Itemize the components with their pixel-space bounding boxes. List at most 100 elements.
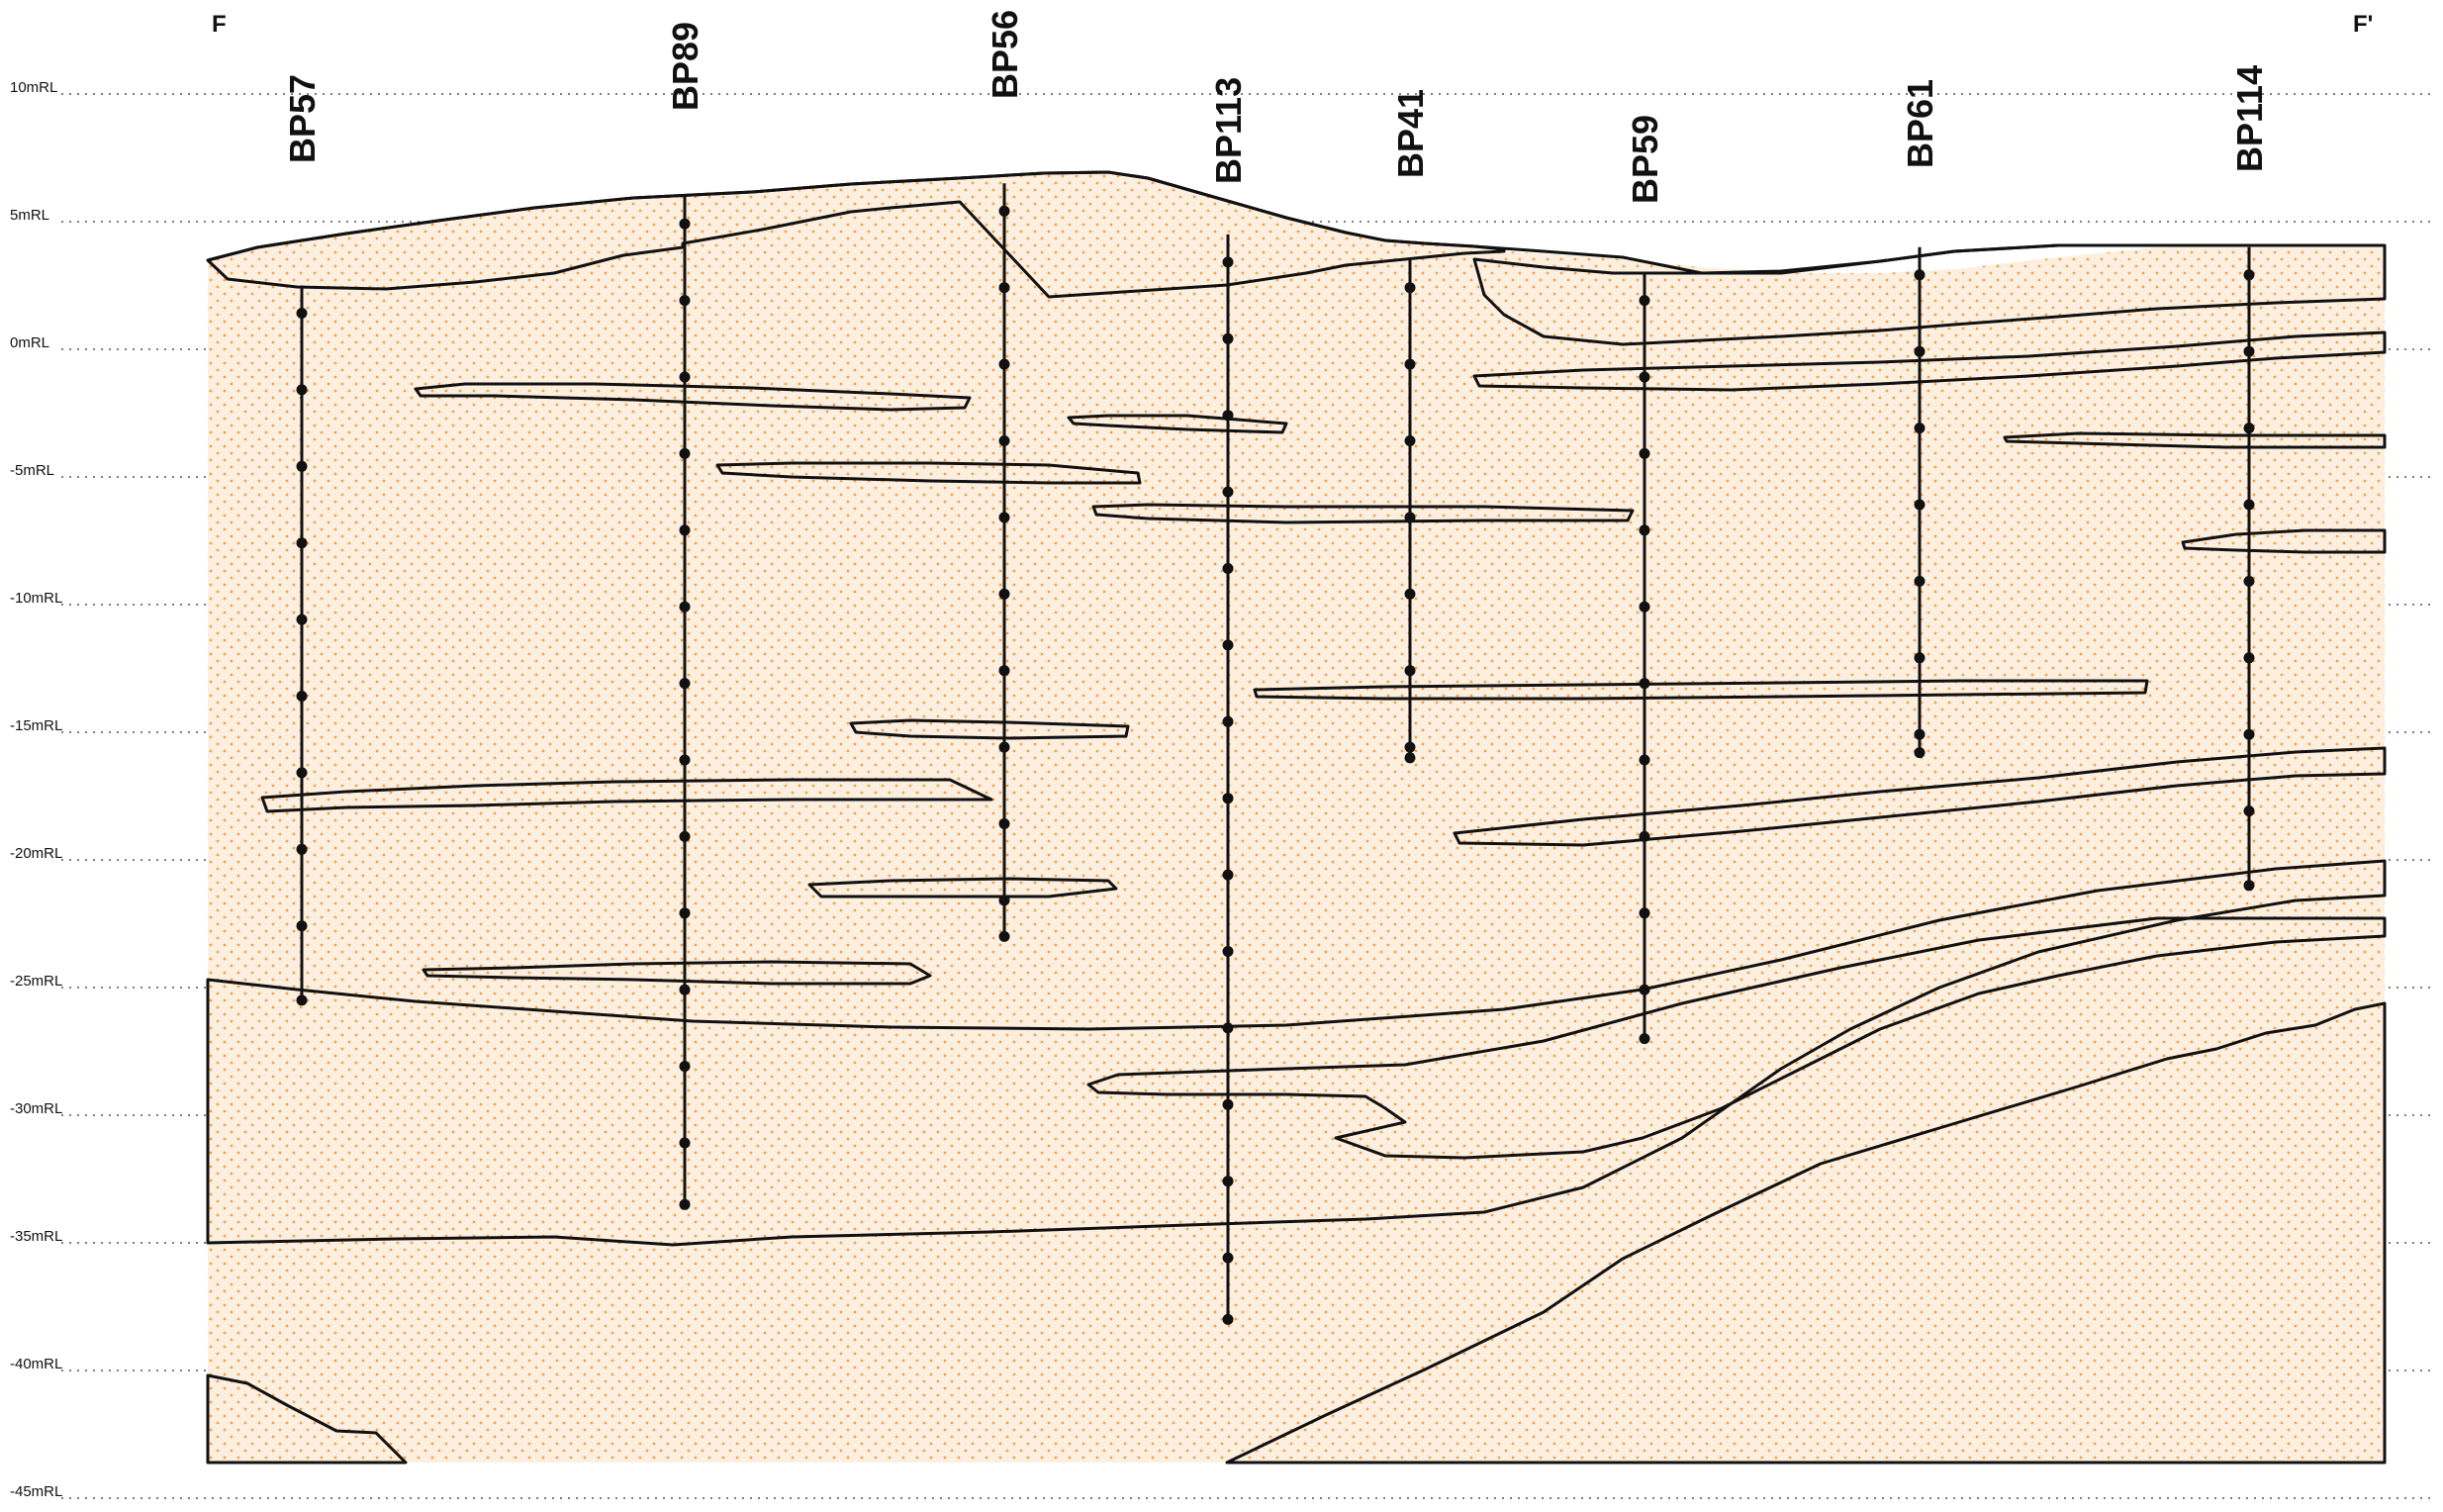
sample-point bbox=[1404, 741, 1416, 753]
clay-layer bbox=[206, 859, 2387, 1247]
sample-point bbox=[1222, 410, 1234, 422]
sample-point bbox=[1639, 447, 1650, 459]
borehole-label: BP41 bbox=[1390, 89, 1431, 178]
borehole-label: BP59 bbox=[1625, 115, 1665, 204]
gravel-lens bbox=[1091, 503, 1635, 524]
borehole-label: BP56 bbox=[985, 10, 1025, 99]
elevation-label: -30mRL bbox=[10, 1100, 62, 1117]
sample-point bbox=[1404, 358, 1416, 370]
gravel-lenses bbox=[260, 331, 2387, 986]
borehole-label: BP89 bbox=[665, 22, 705, 111]
sample-point bbox=[296, 614, 308, 625]
sample-point bbox=[1404, 512, 1416, 523]
gravel-lens bbox=[260, 778, 993, 813]
section-end-label: F' bbox=[2353, 11, 2373, 38]
sample-point bbox=[998, 895, 1010, 906]
sample-point bbox=[1914, 423, 1926, 434]
sample-point bbox=[1222, 1176, 1234, 1187]
sample-point bbox=[2243, 880, 2255, 892]
sample-point bbox=[1222, 869, 1234, 881]
sample-point bbox=[679, 1198, 691, 1210]
dense-sand-west bbox=[206, 1373, 408, 1465]
sample-point bbox=[998, 665, 1010, 677]
sample-point bbox=[1639, 830, 1650, 842]
sample-point bbox=[679, 1137, 691, 1149]
sample-point bbox=[998, 205, 1010, 217]
sample-point bbox=[998, 435, 1010, 446]
sample-point bbox=[2243, 269, 2255, 281]
section-start-label: F bbox=[212, 11, 227, 38]
gravel-lens bbox=[1472, 331, 2387, 392]
borehole-label: BP57 bbox=[282, 74, 323, 163]
sample-point bbox=[1914, 728, 1926, 740]
ground-surface-line bbox=[207, 170, 2385, 275]
sample-point bbox=[1914, 575, 1926, 587]
fill-material-east bbox=[1472, 243, 2387, 346]
sample-point bbox=[679, 1061, 691, 1073]
elevation-label: 10mRL bbox=[10, 79, 57, 96]
sample-point bbox=[998, 741, 1010, 753]
sample-point bbox=[1639, 371, 1650, 383]
gravel-lens bbox=[715, 461, 1142, 485]
sample-point bbox=[1222, 1313, 1234, 1325]
gravel-lens bbox=[422, 960, 932, 986]
sample-point bbox=[1404, 435, 1416, 446]
borehole-bp113: BP113 bbox=[1208, 77, 1249, 1325]
borehole-label: BP114 bbox=[2229, 65, 2270, 172]
sample-point bbox=[679, 371, 691, 383]
dense-sand-east bbox=[1225, 1001, 2387, 1465]
sample-point bbox=[1222, 793, 1234, 804]
sample-point bbox=[1222, 715, 1234, 727]
sample-point bbox=[679, 447, 691, 459]
elevation-label: 5mRL bbox=[10, 207, 49, 224]
gravel-lens bbox=[2181, 528, 2387, 554]
sample-point bbox=[1639, 907, 1650, 919]
sample-point bbox=[679, 601, 691, 613]
sample-point bbox=[1222, 1022, 1234, 1034]
borehole-label: BP113 bbox=[1208, 77, 1249, 184]
sample-point bbox=[2243, 728, 2255, 740]
sample-point bbox=[296, 460, 308, 472]
borehole-bp59: BP59 bbox=[1625, 115, 1665, 1045]
sample-point bbox=[679, 907, 691, 919]
gravel-lens bbox=[1453, 746, 2387, 847]
elevation-label: -35mRL bbox=[10, 1228, 62, 1245]
gravel-lens bbox=[1253, 679, 2149, 701]
sample-point bbox=[1639, 984, 1650, 995]
sample-point bbox=[1404, 282, 1416, 294]
elevation-label: 0mRL bbox=[10, 334, 49, 351]
sample-point bbox=[2243, 499, 2255, 511]
borehole-bp57: BP57 bbox=[282, 74, 323, 1006]
sample-point bbox=[296, 843, 308, 855]
sample-point bbox=[998, 282, 1010, 294]
sand-layer bbox=[208, 172, 2385, 1463]
sample-point bbox=[1222, 332, 1234, 344]
gravel-lens bbox=[849, 718, 1130, 740]
sample-point bbox=[296, 920, 308, 932]
sample-point bbox=[998, 930, 1010, 942]
sample-point bbox=[1222, 639, 1234, 651]
borehole-bp61: BP61 bbox=[1900, 79, 1940, 759]
sample-point bbox=[998, 512, 1010, 523]
sample-point bbox=[679, 754, 691, 766]
sample-point bbox=[1914, 269, 1926, 281]
sample-point bbox=[2243, 575, 2255, 587]
sample-point bbox=[1222, 946, 1234, 957]
elevation-label: -15mRL bbox=[10, 717, 62, 734]
sample-point bbox=[1639, 1033, 1650, 1045]
borehole-bp56: BP56 bbox=[985, 10, 1025, 942]
sample-point bbox=[296, 691, 308, 702]
borehole-bp114: BP114 bbox=[2229, 65, 2270, 892]
sample-point bbox=[2243, 345, 2255, 357]
sample-point bbox=[1222, 1098, 1234, 1110]
sample-point bbox=[679, 830, 691, 842]
sample-point bbox=[998, 818, 1010, 829]
sample-point bbox=[2243, 423, 2255, 434]
borehole-label: BP61 bbox=[1900, 79, 1940, 168]
sample-point bbox=[1914, 345, 1926, 357]
sample-point bbox=[296, 384, 308, 396]
sand-wedge bbox=[1086, 916, 2387, 1160]
gravel-lens bbox=[807, 877, 1118, 898]
